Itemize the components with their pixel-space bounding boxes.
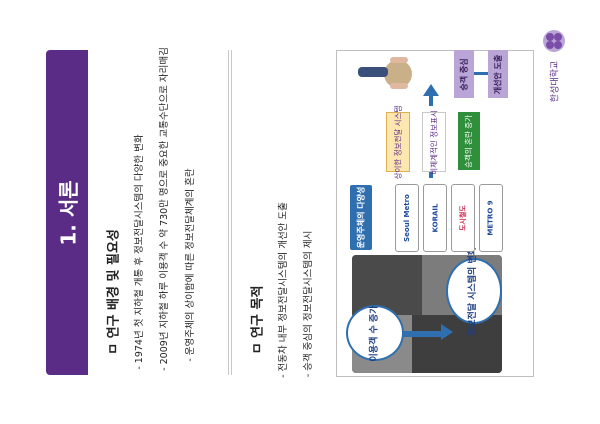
ellipse-system-change: 정보전달 시스템의 변화 <box>446 246 502 336</box>
arrow-right <box>402 331 442 337</box>
box-different-system: 상이한 정보전달 시스템 <box>386 105 410 179</box>
operator-logo-smrt: 도시철도 <box>451 184 475 252</box>
arrow-shaft <box>474 72 488 75</box>
arrow-up-icon <box>423 84 439 96</box>
university-logo-icon <box>543 30 565 52</box>
bullet-text: - 승객 중심의 정보전달시스템의 제시 <box>303 230 314 378</box>
bullet-text: - 전동차 내부 정보전달시스템의 개선안 도출 <box>278 202 289 378</box>
section-heading: ㅁ 연구 배경 및 필요성 <box>106 229 122 355</box>
photo <box>412 315 502 373</box>
arrow-shaft <box>429 94 433 106</box>
ellipse-passenger-increase: 이용객 수 증가 <box>346 305 404 361</box>
section-heading: ㅁ 연구 목적 <box>250 285 266 355</box>
box-inefficient-display: 비체계적인 정보표시 <box>422 110 446 174</box>
photo <box>352 255 422 315</box>
box-passenger-centered: 승객 중심 <box>454 50 474 98</box>
operator-logo-seoul-metro: Seoul Metro <box>395 184 419 252</box>
bullet-text: - 2009년 지하철 하루 이용객 수 약 730만 명으로 중요한 교통수단… <box>159 47 170 371</box>
divider <box>231 50 232 375</box>
operator-diversity-label: 운영주체의 다양성 <box>350 185 372 250</box>
box-confusion-increase: 승객의 혼란 증가 <box>458 112 480 170</box>
page-title: 1. 서론 <box>56 179 81 246</box>
bullet-text: - 1974년 첫 지하철 개통 후 정보전달시스템의 다양한 변화 <box>134 134 145 370</box>
university-name: 한성대학교 <box>550 60 561 103</box>
illustration-image <box>358 57 412 89</box>
bullet-text: - 운영주체의 상이함에 따른 정보전달체계의 혼란 <box>185 168 196 362</box>
arrow-up-icon <box>441 324 453 340</box>
operator-logo-korail: KORAIL <box>423 184 447 252</box>
operator-logo-metro9: METRO 9 <box>479 184 503 252</box>
box-improvement: 개선안 도출 <box>488 50 508 98</box>
title-bar: 1. 서론 <box>46 50 88 375</box>
divider <box>228 50 229 375</box>
